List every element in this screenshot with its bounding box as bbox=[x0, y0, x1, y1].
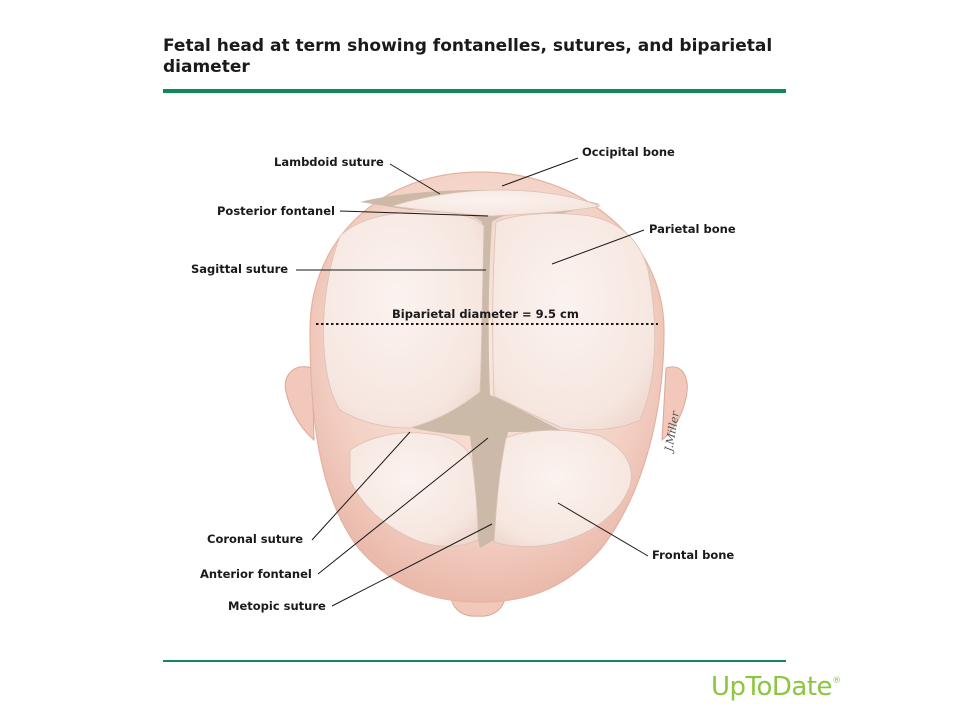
left-ear bbox=[284, 366, 315, 442]
occipital-bone-shape bbox=[391, 189, 602, 217]
right-ear bbox=[661, 366, 688, 442]
left-parietal-bone-shape bbox=[323, 211, 485, 429]
leader-coronal bbox=[311, 431, 411, 541]
leader-frontal bbox=[557, 502, 649, 557]
brand-name: UpToDate bbox=[711, 672, 833, 702]
label-coronal-suture: Coronal suture bbox=[207, 532, 303, 546]
label-frontal-bone: Frontal bone bbox=[652, 548, 734, 562]
label-anterior-fontanel: Anterior fontanel bbox=[200, 567, 312, 581]
label-sagittal-suture: Sagittal suture bbox=[191, 262, 288, 276]
label-occipital-bone: Occipital bone bbox=[582, 145, 675, 159]
label-parietal-bone: Parietal bone bbox=[649, 222, 736, 236]
leader-occipital bbox=[501, 157, 579, 187]
leader-posterior-fontanel bbox=[339, 210, 489, 217]
label-metopic-suture: Metopic suture bbox=[228, 599, 326, 613]
leader-lambdoid bbox=[389, 163, 441, 195]
uptodate-logo: UpToDate® bbox=[711, 672, 841, 702]
leader-lines bbox=[296, 157, 649, 607]
registered-mark: ® bbox=[832, 676, 841, 686]
page-title: Fetal head at term showing fontanelles, … bbox=[163, 36, 773, 77]
left-frontal-bone-shape bbox=[349, 432, 479, 547]
leader-metopic bbox=[331, 523, 493, 607]
leader-parietal bbox=[551, 229, 645, 265]
right-parietal-bone-shape bbox=[492, 213, 656, 431]
label-biparietal-diameter: Biparietal diameter = 9.5 cm bbox=[392, 307, 579, 321]
right-frontal-bone-shape bbox=[493, 429, 632, 547]
footer-divider bbox=[163, 660, 786, 662]
title-divider bbox=[163, 89, 786, 93]
label-posterior-fontanel: Posterior fontanel bbox=[217, 204, 335, 218]
leader-anterior-fontanel bbox=[317, 437, 489, 575]
label-lambdoid-suture: Lambdoid suture bbox=[274, 155, 384, 169]
